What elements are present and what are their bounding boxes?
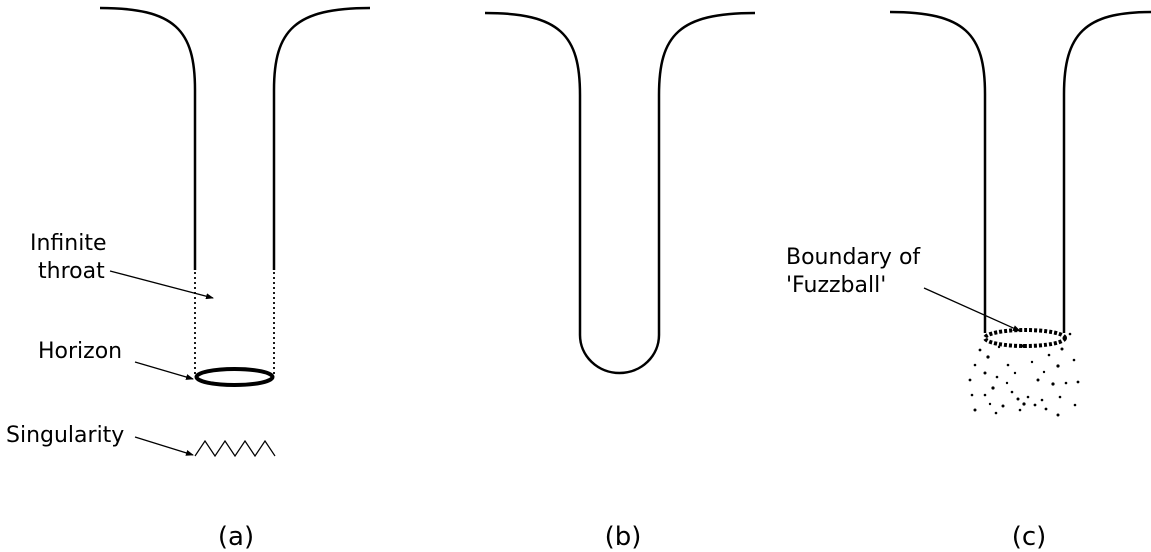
panel-b-caption: (b): [605, 522, 642, 552]
singularity-zigzag: [194, 439, 276, 458]
fuzzball-arrow: [923, 287, 1021, 332]
singularity-arrow: [134, 436, 194, 456]
horizon-arrow: [134, 361, 194, 380]
fuzzball-label-line2: 'Fuzzball': [786, 273, 886, 298]
horizon-label: Horizon: [38, 339, 122, 364]
infinite-throat-label-line1: Infinite: [30, 231, 107, 256]
fuzzball-label-line1: Boundary of: [786, 245, 921, 270]
panel-a: Infinite throat Horizon Singularity (a): [6, 6, 371, 552]
fuzzball-left-wall: [889, 10, 987, 333]
panel-c: Boundary of 'Fuzzball' (c): [786, 10, 1151, 552]
throat-left-wall: [99, 6, 197, 270]
fuzzball-right-wall: [1062, 10, 1151, 333]
panel-a-caption: (a): [218, 522, 254, 552]
throat-right-wall: [272, 6, 371, 270]
infinite-throat-arrow: [109, 270, 214, 300]
capped-throat-outline: [484, 11, 756, 375]
horizon-ring: [194, 367, 275, 387]
fuzzball-boundary-ring: [983, 328, 1067, 348]
infinite-throat-label-line2: throat: [38, 259, 105, 284]
singularity-label: Singularity: [6, 423, 124, 448]
fuzzball-scatter-dots: [968, 332, 1080, 417]
panel-b: (b): [484, 11, 756, 552]
panel-c-caption: (c): [1012, 522, 1047, 552]
